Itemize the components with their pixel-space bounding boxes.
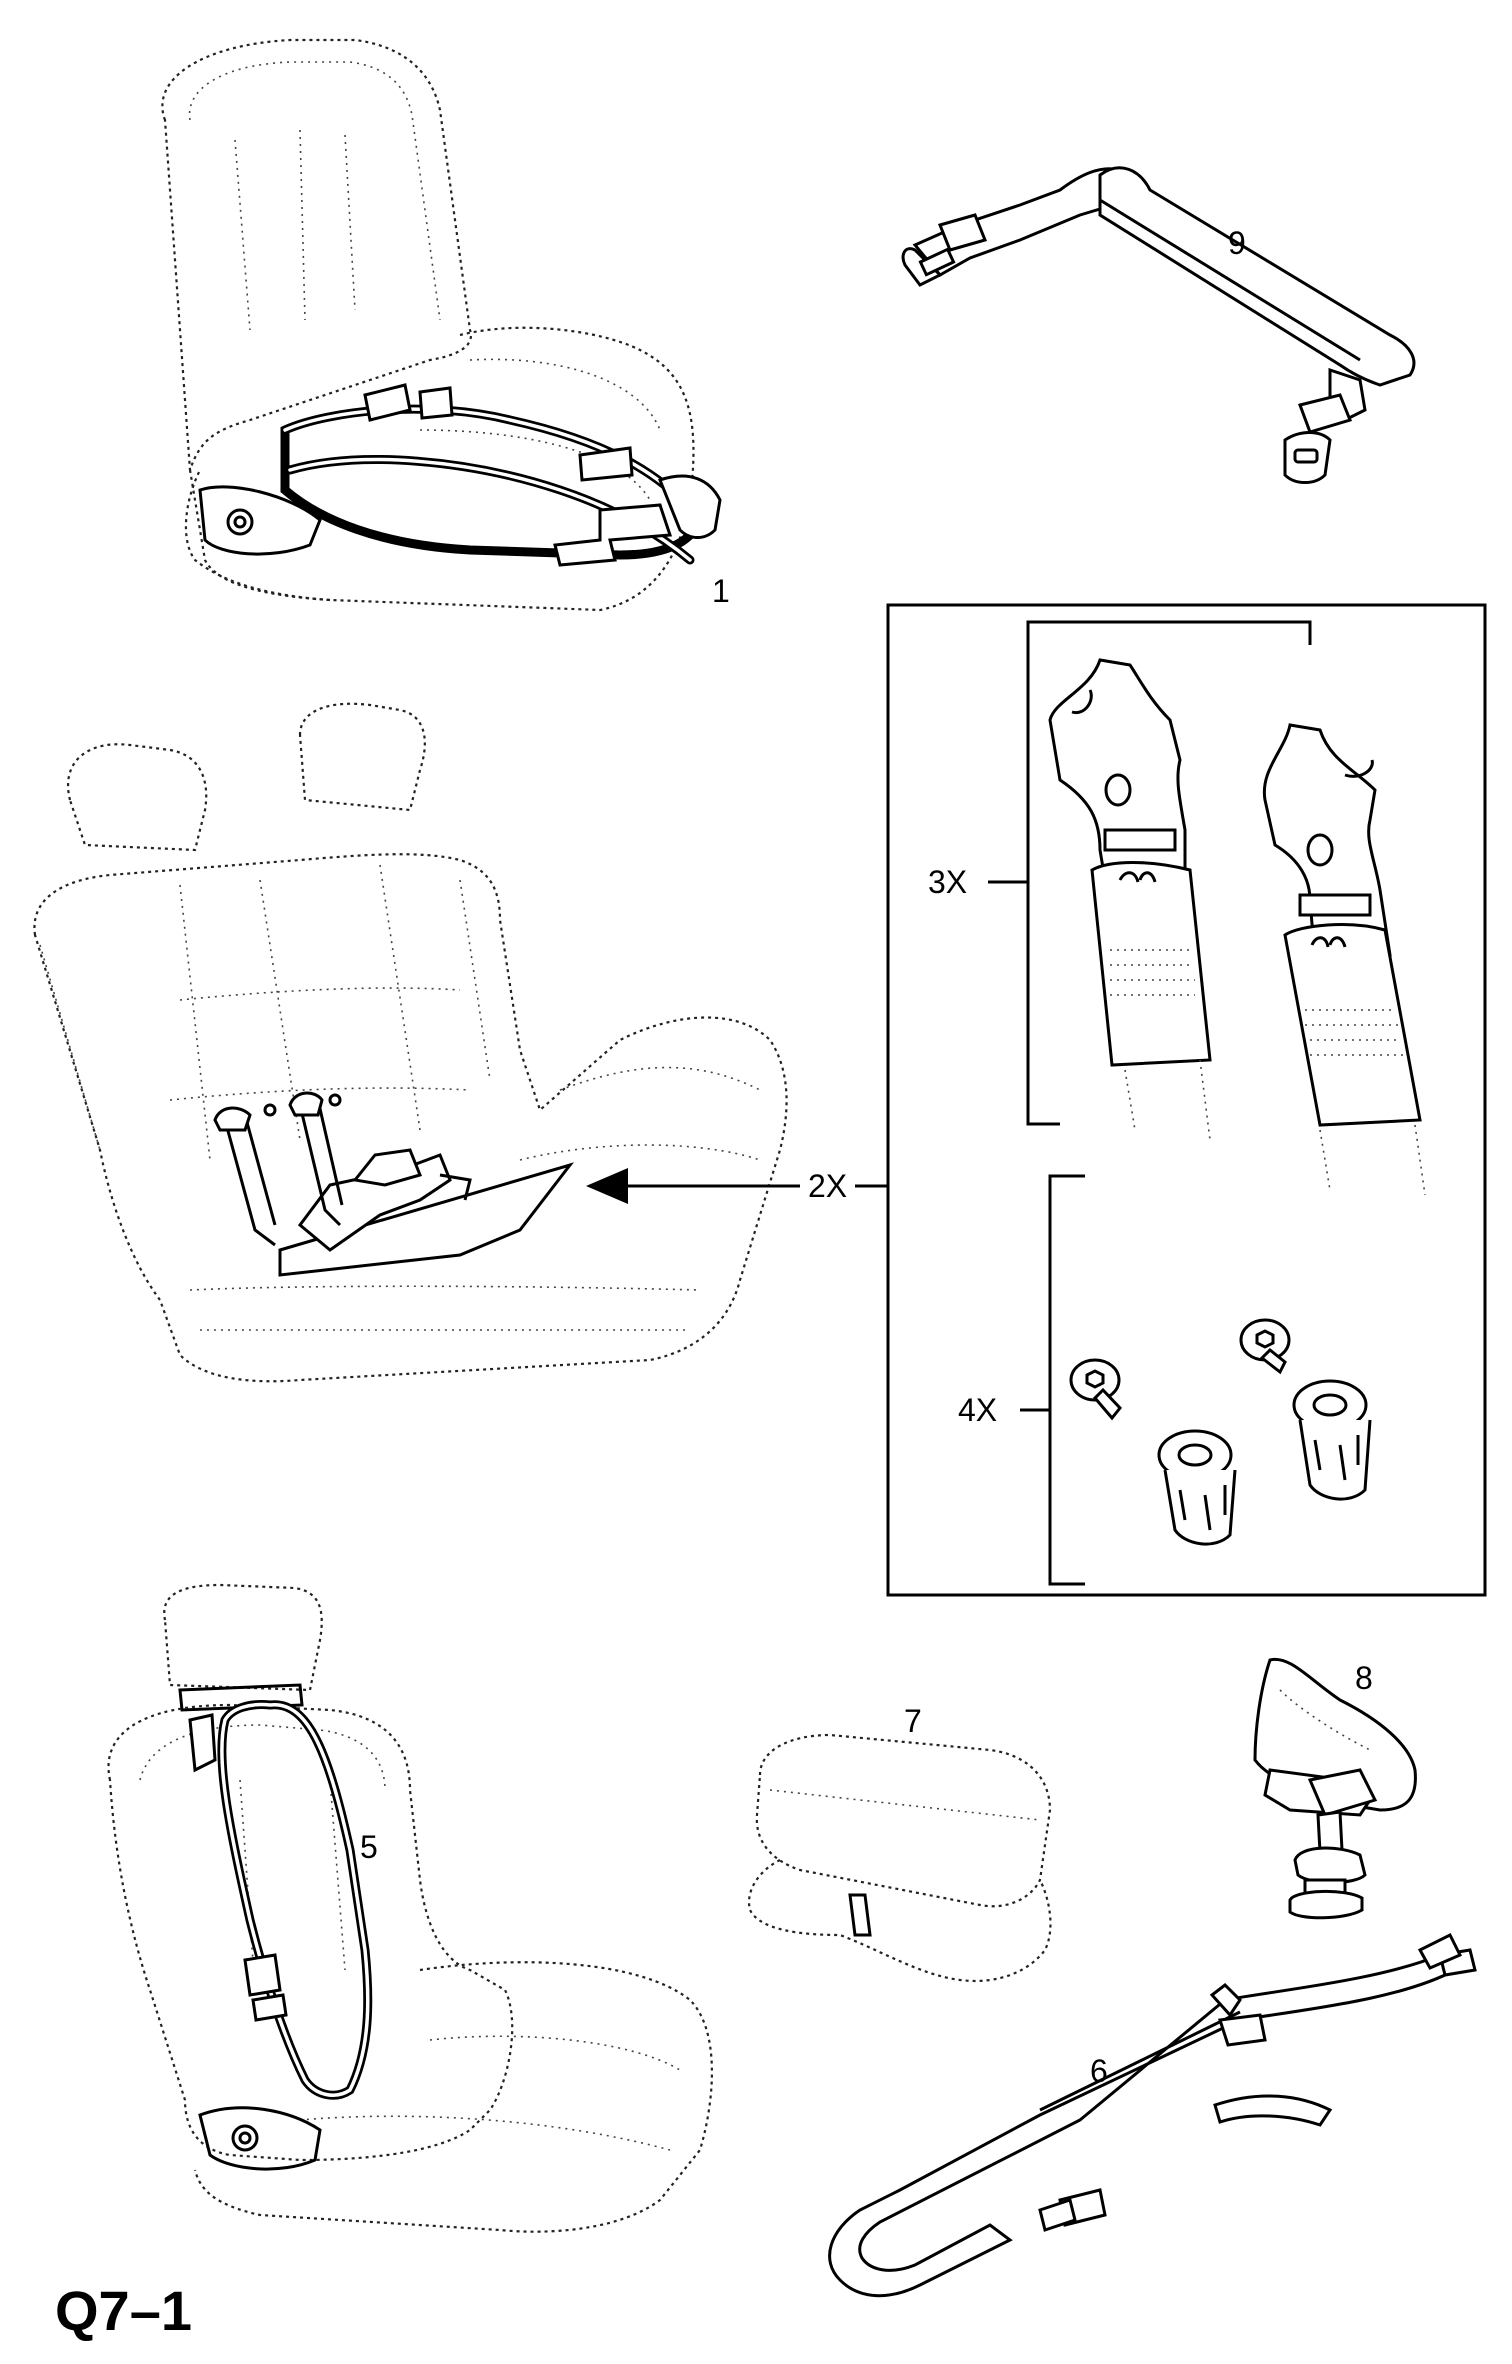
armrest-illustration [747, 1733, 1052, 1983]
figure-id: Q7–1 [55, 2279, 192, 2342]
belt-tongue-left [1048, 658, 1212, 1141]
screw-bolt-2 [1069, 1358, 1122, 1421]
front-seat-shoulder-belt-illustration [107, 1583, 714, 2233]
belt-tongue-right [1262, 723, 1426, 1196]
lap-belt-strap-illustration [828, 1932, 1477, 2298]
callout-3x: 3X [928, 864, 967, 900]
rivet-nut-2 [1292, 1379, 1372, 1501]
rear-lap-belt-assembly-illustration [901, 166, 1416, 484]
front-seat-lap-belt-illustration [161, 38, 722, 612]
rivet-nut-1 [1157, 1429, 1237, 1546]
callout-1: 1 [712, 573, 730, 609]
callout-8: 8 [1355, 1660, 1373, 1696]
callout-5: 5 [360, 1829, 378, 1865]
callout-2x: 2X [808, 1168, 847, 1204]
screw-bolt-1 [1239, 1318, 1291, 1375]
detail-inset [886, 603, 1487, 1597]
rear-bench-seat-illustration [33, 702, 788, 1383]
callout-6: 6 [1090, 2053, 1108, 2089]
callout-7: 7 [904, 1703, 922, 1739]
callout-4x: 4X [958, 1392, 997, 1428]
buckle-stalk-illustration [1253, 1657, 1417, 1920]
callout-9: 9 [1228, 225, 1246, 261]
